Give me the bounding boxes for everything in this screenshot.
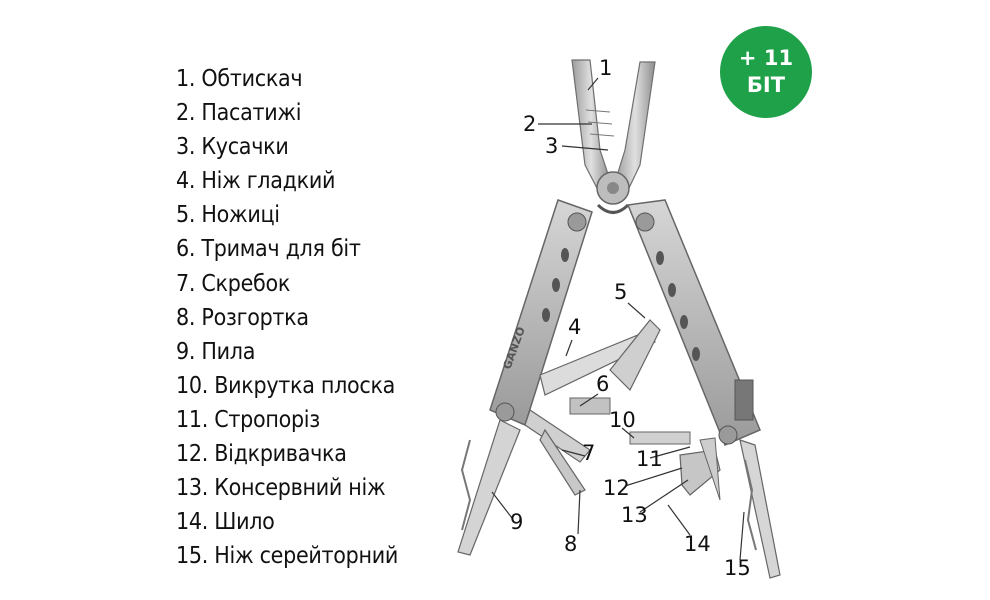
callout-9: 9	[510, 510, 524, 534]
callout-3: 3	[545, 134, 559, 158]
callout-12: 12	[603, 476, 630, 500]
feature-item: 8. Розгортка	[176, 304, 309, 331]
callout-5: 5	[614, 280, 628, 304]
callout-13: 13	[621, 503, 648, 527]
badge-line-1: + 11	[738, 46, 794, 70]
callout-8: 8	[564, 532, 578, 556]
feature-list: 1. Обтискач 2. Пасатижі 3. Кусачки 4. Ні…	[176, 62, 398, 573]
feature-item: 14. Шило	[176, 509, 275, 536]
badge-line-2: БІТ	[746, 73, 786, 97]
feature-item: 9. Пила	[176, 338, 256, 365]
callout-2: 2	[523, 112, 537, 136]
callout-1: 1	[599, 56, 613, 80]
callout-7: 7	[582, 441, 596, 465]
feature-item: 2. Пасатижі	[176, 100, 302, 127]
callout-6: 6	[596, 372, 610, 396]
feature-item: 15. Ніж серейторний	[176, 543, 398, 570]
feature-item: 13. Консервний ніж	[176, 475, 386, 502]
tools	[457, 319, 781, 579]
callout-14: 14	[684, 532, 711, 556]
feature-item: 4. Ніж гладкий	[176, 168, 336, 195]
multitool-illustration: GANZO	[457, 59, 781, 579]
feature-item: 10. Викрутка плоска	[176, 372, 396, 399]
feature-item: 12. Відкривачка	[176, 441, 347, 468]
bits-count-badge: + 11 БІТ	[720, 26, 812, 118]
callout-10: 10	[609, 408, 636, 432]
feature-item: 7. Скребок	[176, 270, 291, 297]
feature-item: 5. Ножиці	[176, 202, 280, 229]
leader-lines	[491, 77, 745, 561]
feature-item: 1. Обтискач	[176, 66, 303, 92]
plier-jaws	[571, 59, 656, 214]
feature-item: 6. Тримач для біт	[176, 236, 361, 263]
feature-item: 11. Стропоріз	[176, 406, 320, 433]
left-handle: GANZO	[489, 199, 593, 427]
callout-11: 11	[636, 447, 663, 471]
callout-4: 4	[568, 315, 582, 339]
feature-item: 3. Кусачки	[176, 134, 289, 161]
right-handle	[626, 199, 761, 446]
callout-15: 15	[724, 556, 751, 580]
